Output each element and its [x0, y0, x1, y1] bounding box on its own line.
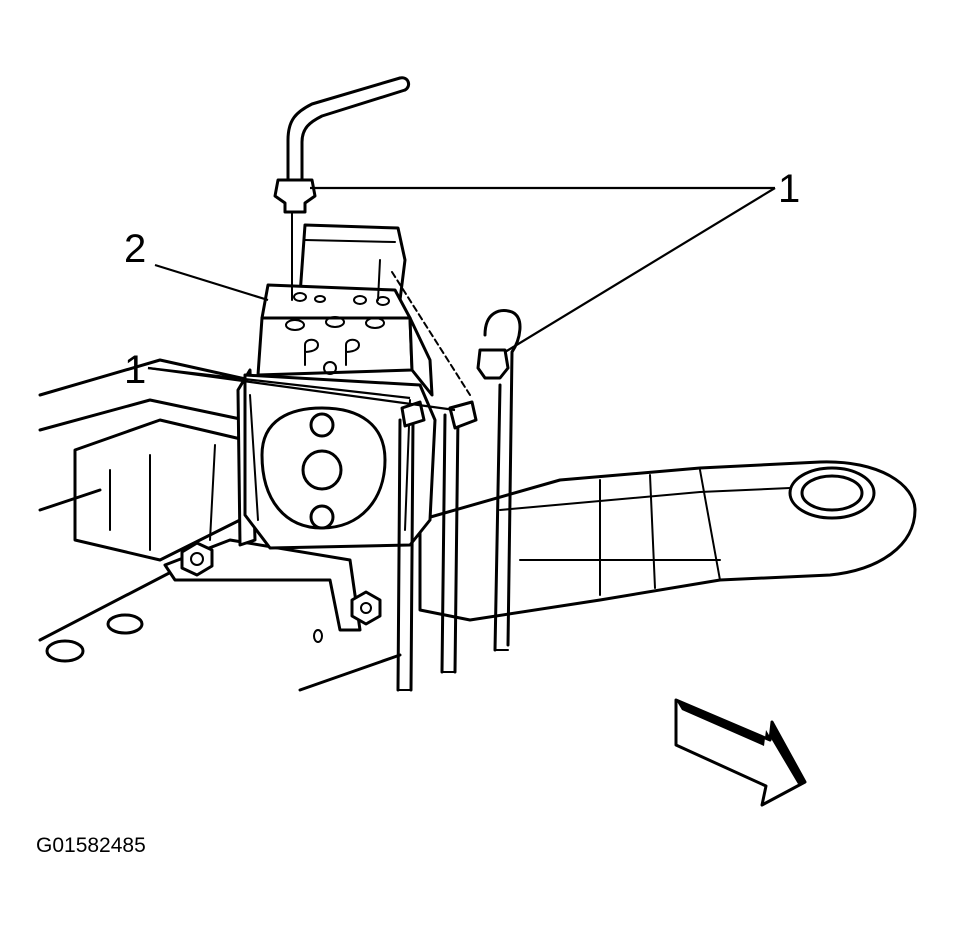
figure-id: G01582485 [36, 834, 146, 857]
lower-control-arm [418, 460, 917, 622]
leader-lines [147, 186, 776, 412]
abs-modulator [243, 223, 437, 550]
callout-fittings-top: 1 [778, 167, 800, 211]
callout-modulator: 2 [124, 227, 146, 271]
arrow-front-of-vehicle-icon [674, 698, 807, 807]
callout-fittings-side: 1 [124, 348, 146, 392]
brake-pipes [273, 76, 522, 692]
